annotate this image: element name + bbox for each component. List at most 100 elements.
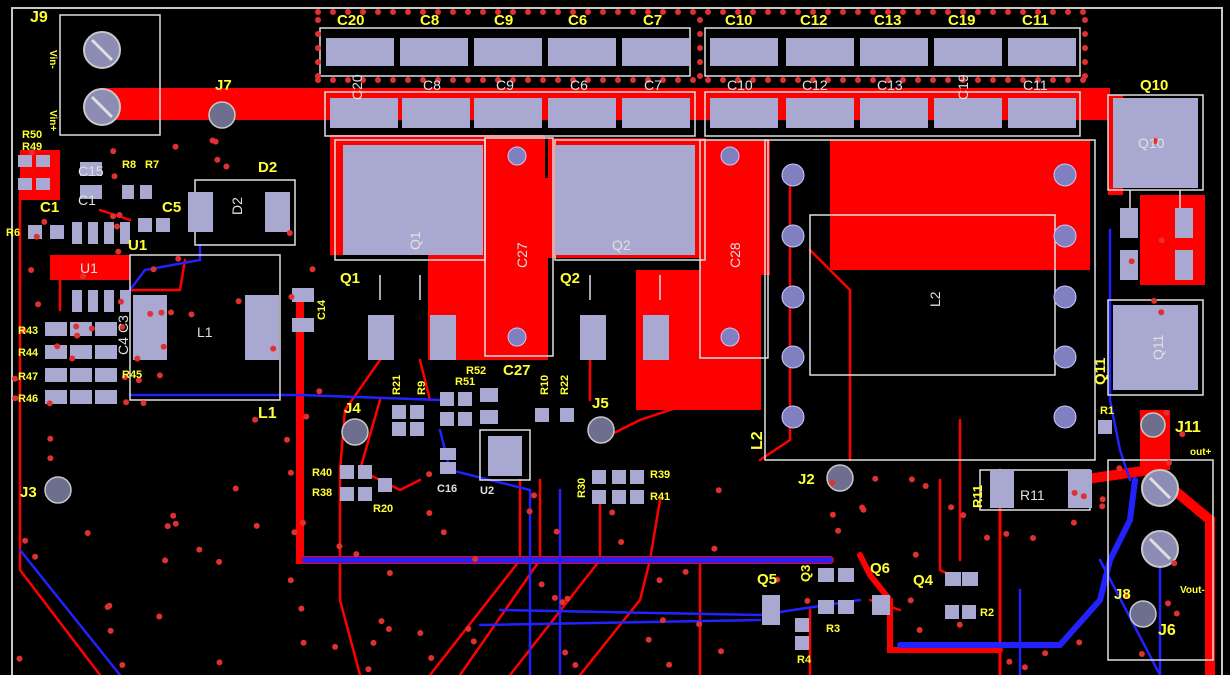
via: [960, 77, 966, 83]
via: [47, 435, 54, 442]
via: [975, 9, 981, 15]
via: [1099, 496, 1106, 503]
via: [315, 45, 321, 51]
component-pads: [18, 38, 1198, 650]
via: [697, 17, 703, 23]
via: [559, 599, 566, 606]
label-j11: J11: [1175, 419, 1201, 436]
via: [378, 618, 385, 625]
via: [47, 455, 54, 462]
via: [1020, 9, 1026, 15]
via: [660, 77, 666, 83]
via: [804, 597, 811, 604]
label-q3: Q3: [798, 565, 813, 582]
via: [315, 9, 321, 15]
via: [609, 509, 616, 516]
body-label-q11: Q11: [1150, 334, 1166, 360]
via: [156, 372, 163, 379]
via: [147, 310, 154, 317]
via: [41, 218, 48, 225]
via: [956, 621, 963, 628]
label-q4: Q4: [913, 572, 934, 589]
via: [990, 77, 996, 83]
via: [825, 9, 831, 15]
label-r38: R38: [312, 487, 332, 499]
via: [945, 77, 951, 83]
body-label-d2: D2: [229, 197, 245, 215]
via: [330, 9, 336, 15]
via: [140, 400, 147, 407]
label-vin-plus: Vin+: [47, 110, 58, 131]
label-cap-bank-9: C11: [1022, 12, 1049, 29]
via: [855, 9, 861, 15]
via: [22, 537, 29, 544]
via: [115, 248, 122, 255]
label-q2: Q2: [560, 270, 580, 287]
label-cap-bank-6: C12: [800, 12, 828, 29]
via: [428, 655, 435, 661]
via: [835, 527, 842, 534]
via: [829, 511, 836, 518]
via: [570, 77, 576, 83]
via: [212, 138, 219, 145]
via: [420, 9, 426, 15]
via: [645, 636, 652, 643]
via: [840, 77, 846, 83]
label-c1: C1: [40, 199, 59, 216]
via: [697, 73, 703, 79]
via: [555, 77, 561, 83]
via: [531, 492, 537, 499]
via: [720, 9, 726, 15]
via: [405, 77, 411, 83]
component-body-labels: C20 C8 C9 C6 C7 C10 C12 C13 C19 C11 Q1 Q…: [78, 74, 1166, 503]
via: [1128, 258, 1135, 265]
via: [309, 266, 316, 273]
label-cap-bank-1: C8: [420, 12, 439, 29]
via: [750, 77, 756, 83]
via: [375, 9, 381, 15]
via: [360, 77, 366, 83]
body-label-c6: C6: [570, 77, 588, 93]
label-q6: Q6: [870, 560, 890, 577]
via: [286, 230, 293, 236]
body-label-q2: Q2: [612, 237, 631, 253]
via: [223, 163, 230, 170]
via: [117, 298, 124, 305]
via: [645, 77, 651, 83]
via: [1158, 309, 1165, 316]
via: [390, 77, 396, 83]
via: [232, 485, 239, 492]
via: [715, 487, 722, 494]
body-label-c27: C27: [514, 242, 530, 268]
via: [315, 73, 321, 79]
via: [360, 9, 366, 15]
via: [1179, 431, 1186, 438]
via: [1082, 31, 1088, 37]
via: [214, 156, 221, 163]
via: [553, 528, 560, 535]
via: [1035, 77, 1041, 83]
via: [915, 77, 921, 83]
body-label-c11: C11: [1023, 77, 1048, 93]
via: [705, 77, 711, 83]
label-r41: R41: [650, 491, 670, 503]
via: [930, 77, 936, 83]
body-label-u1: U1: [80, 260, 98, 276]
via: [870, 9, 876, 15]
via: [35, 301, 42, 308]
label-q10: Q10: [1140, 77, 1168, 94]
body-label-c19: C19: [955, 74, 971, 100]
via: [1080, 9, 1086, 15]
via: [426, 471, 433, 478]
via: [300, 519, 306, 526]
via: [216, 659, 223, 666]
via: [303, 413, 310, 420]
via: [465, 625, 472, 632]
via: [330, 77, 336, 83]
body-label-c9: C9: [496, 77, 514, 93]
via: [510, 77, 516, 83]
body-label-r11: R11: [1020, 487, 1045, 503]
label-u2: U2: [480, 485, 494, 497]
label-cap-bank-2: C9: [494, 12, 513, 29]
via: [84, 530, 91, 536]
